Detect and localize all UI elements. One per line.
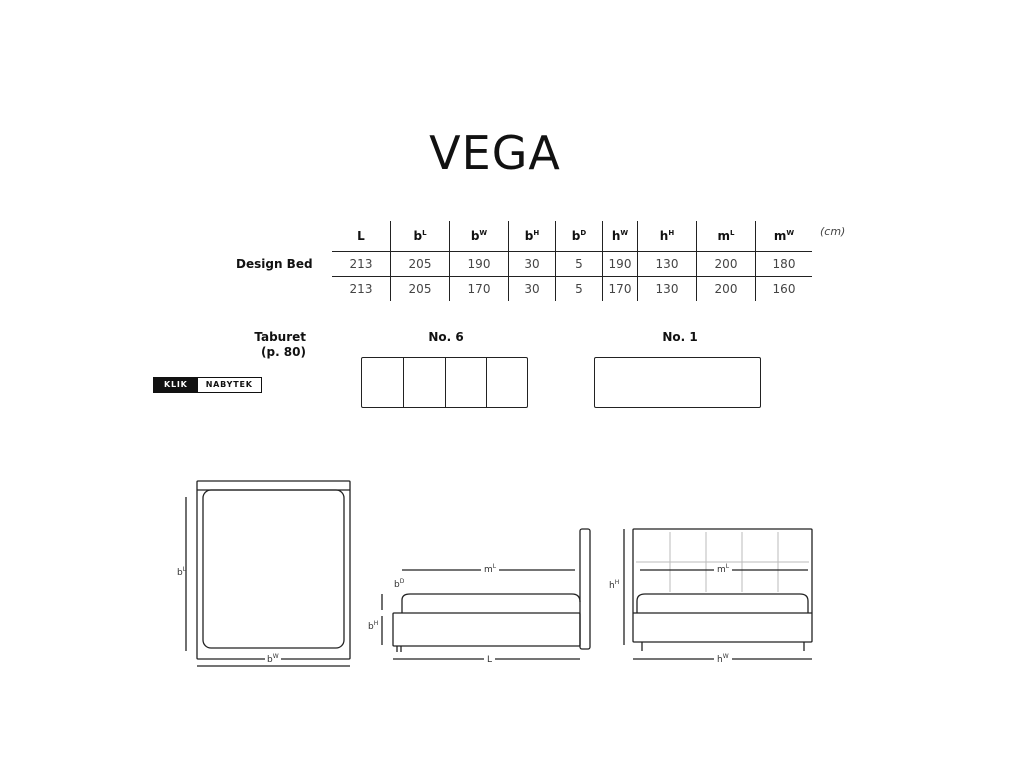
table-header-row: L bL bW bH bD hW hH mL mW (cm) [236,221,845,252]
side-view-mattress-length-label: mL [481,563,500,575]
col-header-bW: bW [449,221,509,252]
table-row: Design Bed 213 205 190 30 5 190 130 200 … [236,251,845,277]
table-cell: 5 [555,251,603,277]
taburet-no6-title: No. 6 [428,330,464,344]
row-label: Design Bed [236,257,313,271]
col-header-hW: hW [602,221,638,252]
table-cell: 200 [696,276,756,301]
taburet-no6-drawing [361,357,528,408]
side-view-length-label: L [484,653,496,665]
table-cell: 200 [696,251,756,277]
top-view-width-label: bW [265,653,281,665]
col-header-bH: bH [508,221,556,252]
table-cell: 170 [602,276,638,301]
table-cell: 190 [602,251,638,277]
taburet-segment-divider [485,358,487,407]
table-row: 213 205 170 30 5 170 130 200 160 [236,276,845,301]
logo-right-text: NABYTEK [197,378,261,392]
col-header-bL: bL [390,221,450,252]
taburet-no1-title: No. 1 [662,330,698,344]
dimensions-table: L bL bW bH bD hW hH mL mW (cm) Design Be… [236,221,845,301]
col-header-mL: mL [696,221,756,252]
top-view-length-label: bL [177,566,187,578]
table-cell: 205 [390,251,450,277]
side-view-mattress-depth-label: bD [394,578,405,590]
front-view-width-label: hW [714,653,732,665]
table-cell: 213 [349,282,373,296]
logo-left-text: KLIK [154,378,198,392]
table-cell: 30 [508,251,556,277]
taburet-label-line1: Taburet [254,330,306,344]
side-view-base-height-label: bH [368,620,379,632]
taburet-segment-divider [444,358,446,407]
table-cell: 130 [637,276,697,301]
side-view-drawing [381,528,591,660]
table-cell: 213 [332,251,391,277]
taburet-label-line2: (p. 80) [261,345,306,359]
col-header-mW: mW [755,221,812,252]
table-cell: 190 [449,251,509,277]
front-view-height-label: hH [609,579,620,591]
page-title: VEGA [429,126,561,180]
taburet-label: Taburet (p. 80) [250,330,306,360]
col-header-hH: hH [637,221,697,252]
table-cell: 160 [755,276,812,301]
col-header-bD: bD [555,221,603,252]
taburet-no1-drawing [594,357,761,408]
table-cell: 205 [390,276,450,301]
col-header-L: L [357,229,365,243]
table-cell: 170 [449,276,509,301]
unit-label: (cm) [820,225,846,238]
table-cell: 130 [637,251,697,277]
table-cell: 30 [508,276,556,301]
table-cell: 180 [755,251,812,277]
taburet-segment-divider [403,358,405,407]
front-view-mattress-width-label: mL [714,563,733,575]
table-cell: 5 [555,276,603,301]
brand-logo: KLIK NABYTEK [153,377,262,393]
top-view-drawing [185,480,351,667]
front-view-drawing [623,528,813,660]
